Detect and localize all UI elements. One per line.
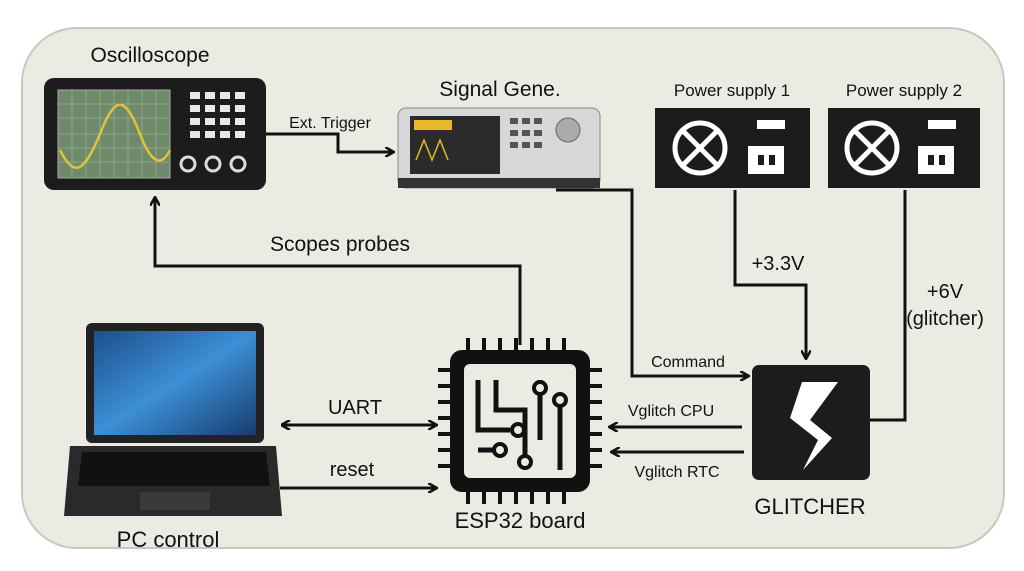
uart-label: UART <box>328 397 382 419</box>
oscilloscope <box>44 78 266 190</box>
scope-probes-arrow <box>155 198 522 345</box>
pc-control-label: PC control <box>117 527 220 552</box>
v6-note-label: (glitcher) <box>906 308 984 330</box>
v33-label: +3.3V <box>752 253 805 275</box>
power-6v-line <box>870 190 907 422</box>
vglitch-cpu-label: Vglitch CPU <box>628 403 714 420</box>
scopes-probes-label: Scopes probes <box>270 233 410 256</box>
command-label: Command <box>651 354 725 371</box>
laptop <box>64 323 282 516</box>
power-supply-2-label: Power supply 2 <box>846 81 962 100</box>
signal-generator <box>397 107 601 189</box>
glitcher-label: GLITCHER <box>754 494 865 519</box>
ext-trigger-label: Ext. Trigger <box>289 115 371 132</box>
glitcher-device <box>752 365 870 480</box>
ext-trigger-arrow <box>266 132 393 152</box>
vglitch-rtc-label: Vglitch RTC <box>634 464 719 481</box>
signal-generator-label: Signal Gene. <box>439 78 560 101</box>
esp32-label: ESP32 board <box>455 508 586 533</box>
v6-label: +6V <box>927 281 964 303</box>
power-supply-1 <box>655 108 810 188</box>
reset-label: reset <box>330 459 375 481</box>
power-3v3-arrow <box>733 190 806 358</box>
command-arrow <box>556 188 748 376</box>
power-supply-1-label: Power supply 1 <box>674 81 790 100</box>
lightning-icon <box>790 382 838 470</box>
esp32-chip <box>438 338 602 504</box>
oscilloscope-label: Oscilloscope <box>90 44 209 67</box>
power-supply-2 <box>828 108 980 188</box>
